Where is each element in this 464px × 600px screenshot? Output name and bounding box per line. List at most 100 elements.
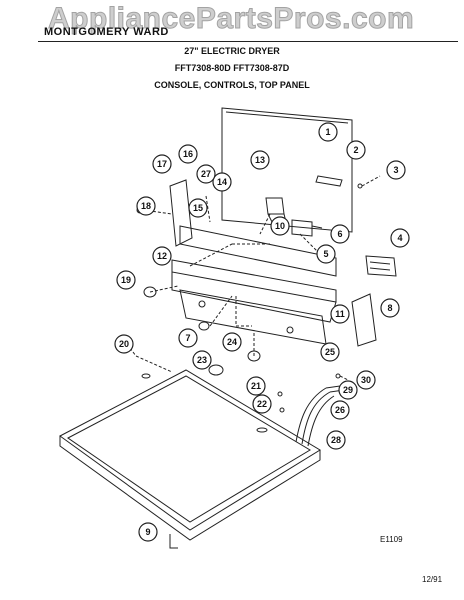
callout-22: 22 xyxy=(252,394,272,414)
callout-label: 12 xyxy=(157,251,167,261)
callout-circle xyxy=(152,154,172,174)
callout-layer: 1234567891011121314151617181920212223242… xyxy=(114,122,410,542)
callout-circle xyxy=(320,342,340,362)
callout-label: 21 xyxy=(251,381,261,391)
callout-17: 17 xyxy=(152,154,172,174)
header-rule xyxy=(38,41,458,42)
diagram-code: E1109 xyxy=(380,535,403,544)
leader-lines xyxy=(123,195,319,373)
callout-20: 20 xyxy=(114,334,134,354)
callout-14: 14 xyxy=(212,172,232,192)
callout-1: 1 xyxy=(318,122,338,142)
callout-label: 7 xyxy=(185,333,190,343)
callout-label: 10 xyxy=(275,221,285,231)
console-panel xyxy=(171,225,337,323)
callout-label: 8 xyxy=(387,303,392,313)
callout-27: 27 xyxy=(196,164,216,184)
callout-circle xyxy=(316,244,336,264)
callout-label: 24 xyxy=(227,337,237,347)
callout-24: 24 xyxy=(222,332,242,352)
callout-circle xyxy=(318,122,338,142)
callout-3: 3 xyxy=(386,160,406,180)
callout-label: 16 xyxy=(183,149,193,159)
callout-label: 30 xyxy=(361,375,371,385)
callout-2: 2 xyxy=(346,140,366,160)
callout-label: 29 xyxy=(343,385,353,395)
callout-circle xyxy=(252,394,272,414)
callout-6: 6 xyxy=(330,224,350,244)
hinge-screws xyxy=(141,373,178,549)
callout-10: 10 xyxy=(270,216,290,236)
diagram-date: 12/91 xyxy=(422,575,443,584)
callout-11: 11 xyxy=(330,304,350,324)
callout-circle xyxy=(212,172,232,192)
callout-label: 15 xyxy=(193,203,203,213)
callout-26: 26 xyxy=(330,400,350,420)
callout-circle xyxy=(330,224,350,244)
model-numbers: FFT7308-80D FFT7308-87D xyxy=(174,63,290,73)
callout-label: 20 xyxy=(119,339,129,349)
callout-circle xyxy=(114,334,134,354)
callout-circle xyxy=(330,304,350,324)
callout-5: 5 xyxy=(316,244,336,264)
callout-label: 25 xyxy=(325,347,335,357)
callout-label: 6 xyxy=(337,229,342,239)
callout-16: 16 xyxy=(178,144,198,164)
callout-circle xyxy=(338,380,358,400)
callout-label: 27 xyxy=(201,169,211,179)
callout-circle xyxy=(330,400,350,420)
callout-label: 1 xyxy=(325,127,330,137)
callout-label: 13 xyxy=(255,155,265,165)
callout-15: 15 xyxy=(188,198,208,218)
callout-circle xyxy=(356,370,376,390)
switch-part xyxy=(291,219,323,237)
callout-30: 30 xyxy=(356,370,376,390)
callout-4: 4 xyxy=(390,228,410,248)
top-panel xyxy=(59,369,321,541)
callout-circle xyxy=(346,140,366,160)
product-title: 27" ELECTRIC DRYER xyxy=(184,46,280,56)
callout-label: 14 xyxy=(217,177,227,187)
callout-label: 18 xyxy=(141,201,151,211)
callout-label: 23 xyxy=(197,355,207,365)
callout-circle xyxy=(152,246,172,266)
callout-label: 26 xyxy=(335,405,345,415)
callout-8: 8 xyxy=(380,298,400,318)
panel-bracket xyxy=(315,175,381,189)
callout-label: 5 xyxy=(323,249,328,259)
callout-label: 9 xyxy=(145,527,150,537)
callout-label: 11 xyxy=(335,309,345,319)
callout-label: 2 xyxy=(353,145,358,155)
callout-label: 3 xyxy=(393,165,398,175)
callout-circle xyxy=(136,196,156,216)
electronic-module xyxy=(365,255,397,277)
callout-circle xyxy=(192,350,212,370)
callout-29: 29 xyxy=(338,380,358,400)
callout-circle xyxy=(222,332,242,352)
watermark: AppliancePartsPros.com xyxy=(47,2,415,36)
callout-circle xyxy=(380,298,400,318)
callout-circle xyxy=(188,198,208,218)
brand-name: MONTGOMERY WARD xyxy=(44,26,169,38)
callout-circle xyxy=(250,150,270,170)
callout-label: 4 xyxy=(397,233,402,243)
callout-7: 7 xyxy=(178,328,198,348)
callout-circle xyxy=(138,522,158,542)
section-title: CONSOLE, CONTROLS, TOP PANEL xyxy=(154,80,310,90)
callout-label: 28 xyxy=(331,435,341,445)
callout-18: 18 xyxy=(136,196,156,216)
callout-23: 23 xyxy=(192,350,212,370)
callout-circle xyxy=(178,144,198,164)
callout-circle xyxy=(390,228,410,248)
callout-circle xyxy=(326,430,346,450)
callout-circle xyxy=(178,328,198,348)
callout-circle xyxy=(270,216,290,236)
callout-label: 17 xyxy=(157,159,167,169)
callout-28: 28 xyxy=(326,430,346,450)
callout-12: 12 xyxy=(152,246,172,266)
callout-9: 9 xyxy=(138,522,158,542)
callout-label: 19 xyxy=(121,275,131,285)
callout-21: 21 xyxy=(246,376,266,396)
callout-circle xyxy=(116,270,136,290)
